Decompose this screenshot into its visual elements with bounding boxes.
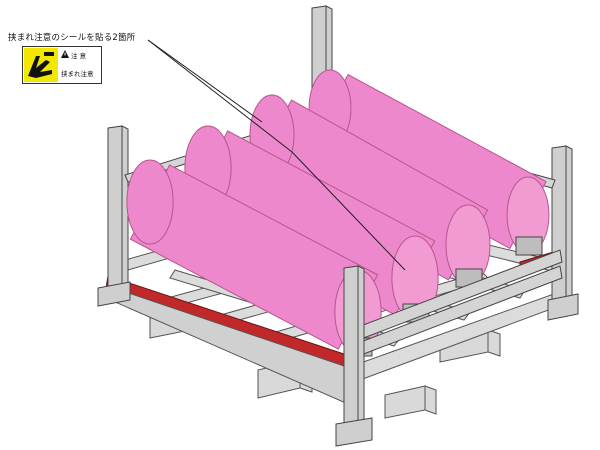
callout-text: 挟まれ注意のシールを貼る2箇所 <box>8 33 136 43</box>
caution-triangle-icon <box>61 50 69 58</box>
label-caution-word: 注 意 <box>71 52 87 60</box>
callout-leaders <box>147 39 406 271</box>
label-warning-text: 挟まれ注意 <box>61 70 94 78</box>
roll-holder <box>515 236 543 256</box>
pinch-hazard-icon <box>24 48 58 82</box>
front-posts <box>97 265 579 447</box>
warning-label: 注 意 挟まれ注意 <box>22 46 102 84</box>
